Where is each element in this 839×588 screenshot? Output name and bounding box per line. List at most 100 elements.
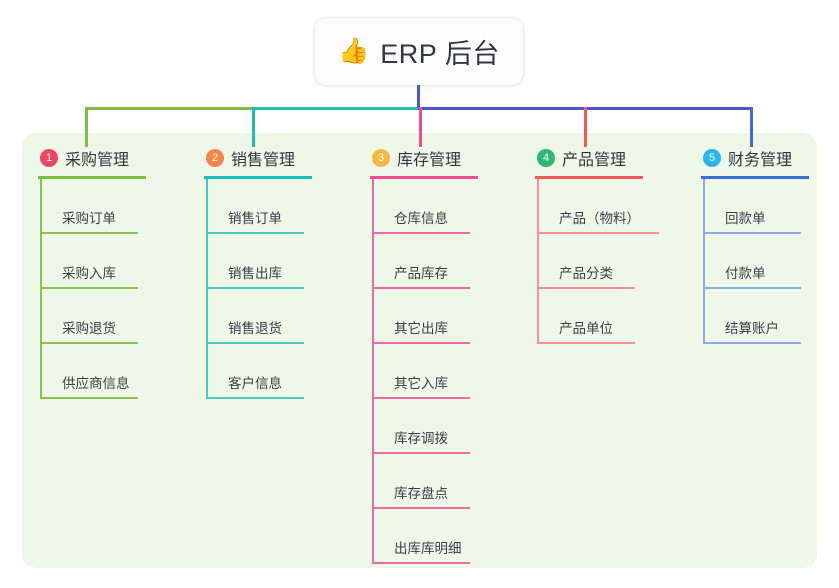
leaf-node[interactable]: 其它入库: [372, 344, 535, 399]
leaf-node[interactable]: 采购入库: [40, 234, 203, 289]
branch-spine: [703, 179, 705, 344]
leaf-node[interactable]: 结算账户: [703, 289, 836, 344]
branch-number-badge: 5: [703, 149, 721, 167]
branch-title: 采购管理: [65, 152, 130, 169]
branch-leaf-list: 采购订单采购入库采购退货供应商信息: [40, 179, 203, 399]
root-node-title: ERP 后台: [380, 39, 500, 69]
branch-header-2[interactable]: 2 销售管理: [204, 146, 369, 170]
leaf-node-rule: [40, 232, 138, 234]
branch-header-rule: [701, 176, 809, 179]
leaf-node-rule: [703, 342, 801, 344]
leaf-node-label: 销售出库: [228, 266, 282, 282]
leaf-node[interactable]: 销售订单: [206, 179, 369, 234]
branch-number-badge: 1: [40, 149, 58, 167]
branch-header-3[interactable]: 3 库存管理: [370, 146, 535, 170]
leaf-node-label: 回款单: [725, 211, 766, 227]
branch-drop-4: [584, 107, 587, 147]
leaf-node[interactable]: 库存调拨: [372, 399, 535, 454]
leaf-node[interactable]: 采购订单: [40, 179, 203, 234]
branch-leaf-list: 回款单付款单结算账户: [703, 179, 836, 344]
branch-number-badge: 4: [537, 149, 555, 167]
branch-header-rule: [535, 176, 643, 179]
branch-header-4[interactable]: 4 产品管理: [535, 146, 700, 170]
leaf-node-rule: [206, 287, 304, 289]
leaf-node-rule: [372, 397, 470, 399]
leaf-node-label: 产品库存: [394, 266, 448, 282]
leaf-node[interactable]: 销售出库: [206, 234, 369, 289]
leaf-node-label: 采购入库: [62, 266, 116, 282]
leaf-node-rule: [372, 452, 470, 454]
leaf-node-label: 付款单: [725, 266, 766, 282]
root-stem-connector: [417, 85, 420, 109]
branch-number-badge: 3: [372, 149, 390, 167]
leaf-node[interactable]: 仓库信息: [372, 179, 535, 234]
leaf-node-rule: [206, 342, 304, 344]
leaf-node-label: 其它入库: [394, 376, 448, 392]
branch-header-1[interactable]: 1 采购管理: [38, 146, 203, 170]
branch-drop-3: [419, 107, 422, 147]
leaf-node-label: 客户信息: [228, 376, 282, 392]
leaf-node-label: 产品单位: [559, 321, 613, 337]
branch-number-badge: 2: [206, 149, 224, 167]
branch-column-1: 1 采购管理采购订单采购入库采购退货供应商信息: [38, 146, 203, 399]
leaf-node-rule: [372, 562, 470, 564]
branch-column-3: 3 库存管理仓库信息产品库存其它出库其它入库库存调拨库存盘点出库库明细: [370, 146, 535, 564]
leaf-node-rule: [537, 232, 659, 234]
branch-title: 库存管理: [397, 152, 462, 169]
branch-spine: [372, 179, 374, 564]
leaf-node-label: 仓库信息: [394, 211, 448, 227]
branch-title: 销售管理: [231, 152, 296, 169]
leaf-node-label: 采购订单: [62, 211, 116, 227]
branch-drop-1: [85, 107, 88, 147]
branch-title: 产品管理: [562, 152, 627, 169]
leaf-node-label: 产品分类: [559, 266, 613, 282]
leaf-node-label: 采购退货: [62, 321, 116, 337]
branch-spine: [40, 179, 42, 399]
branch-leaf-list: 销售订单销售出库销售退货客户信息: [206, 179, 369, 399]
leaf-node[interactable]: 其它出库: [372, 289, 535, 344]
leaf-node[interactable]: 库存盘点: [372, 454, 535, 509]
branch-header-rule: [204, 176, 312, 179]
leaf-node-rule: [703, 232, 801, 234]
leaf-node-rule: [703, 287, 801, 289]
branch-column-2: 2 销售管理销售订单销售出库销售退货客户信息: [204, 146, 369, 399]
branch-column-4: 4 产品管理产品（物料） 产品分类产品单位: [535, 146, 700, 344]
leaf-node[interactable]: 客户信息: [206, 344, 369, 399]
leaf-node-label: 结算账户: [725, 321, 779, 337]
leaf-node[interactable]: 产品分类: [537, 234, 700, 289]
leaf-node[interactable]: 采购退货: [40, 289, 203, 344]
leaf-node[interactable]: 销售退货: [206, 289, 369, 344]
leaf-node[interactable]: 回款单: [703, 179, 836, 234]
leaf-node-label: 库存盘点: [394, 486, 448, 502]
leaf-node-rule: [40, 397, 138, 399]
leaf-node-rule: [537, 287, 635, 289]
leaf-node-rule: [40, 342, 138, 344]
leaf-node-rule: [537, 342, 635, 344]
leaf-node-rule: [372, 507, 470, 509]
branch-leaf-list: 仓库信息产品库存其它出库其它入库库存调拨库存盘点出库库明细: [372, 179, 535, 564]
columns-background-panel: [22, 133, 817, 568]
leaf-node[interactable]: 产品单位: [537, 289, 700, 344]
leaf-node-rule: [206, 397, 304, 399]
leaf-node-rule: [372, 287, 470, 289]
root-node[interactable]: 👍 ERP 后台: [315, 18, 523, 85]
leaf-node[interactable]: 供应商信息: [40, 344, 203, 399]
leaf-node[interactable]: 出库库明细: [372, 509, 535, 564]
leaf-node-rule: [206, 232, 304, 234]
leaf-node-label: 供应商信息: [62, 376, 130, 392]
branch-spine: [206, 179, 208, 399]
leaf-node-rule: [372, 342, 470, 344]
leaf-node[interactable]: 产品库存: [372, 234, 535, 289]
bus-segment-green: [85, 107, 253, 110]
leaf-node-label: 销售退货: [228, 321, 282, 337]
branch-drop-5: [750, 107, 753, 147]
leaf-node[interactable]: 产品（物料）: [537, 179, 700, 234]
branch-leaf-list: 产品（物料） 产品分类产品单位: [537, 179, 700, 344]
leaf-node[interactable]: 付款单: [703, 234, 836, 289]
leaf-node-rule: [40, 287, 138, 289]
leaf-node-label: 产品（物料）: [559, 211, 640, 227]
